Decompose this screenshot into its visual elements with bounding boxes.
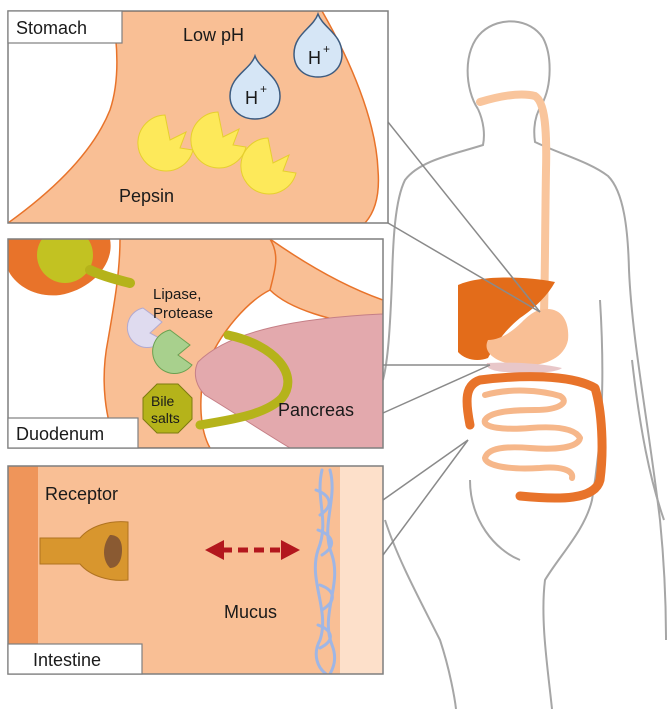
proton-charge: + xyxy=(260,82,267,96)
lipase-label: Lipase, xyxy=(153,286,201,303)
pepsin-label: Pepsin xyxy=(119,186,174,206)
intestine-panel: Receptor Mucus Intestine xyxy=(8,466,383,674)
proton-charge: + xyxy=(323,42,330,56)
receptor-label: Receptor xyxy=(45,484,118,504)
salts-label: salts xyxy=(151,410,180,426)
mucus-label: Mucus xyxy=(224,602,277,622)
protease-label: Protease xyxy=(153,305,213,322)
bile-label: Bile xyxy=(151,393,175,409)
low-ph-label: Low pH xyxy=(183,25,244,45)
intestine-label: Intestine xyxy=(33,650,101,670)
small-intestine xyxy=(485,391,580,478)
proton-symbol: H xyxy=(308,48,321,68)
stomach-panel: Stomach Low pH H + H + Pepsin xyxy=(8,11,388,223)
duodenum-panel: Lipase, Protease Bile salts Pancreas Duo… xyxy=(8,227,383,448)
duodenum-label: Duodenum xyxy=(16,424,104,444)
proton-symbol: H xyxy=(245,88,258,108)
pancreas-label: Pancreas xyxy=(278,400,354,420)
pancreas-organ xyxy=(487,363,562,373)
stomach-label: Stomach xyxy=(16,18,87,38)
